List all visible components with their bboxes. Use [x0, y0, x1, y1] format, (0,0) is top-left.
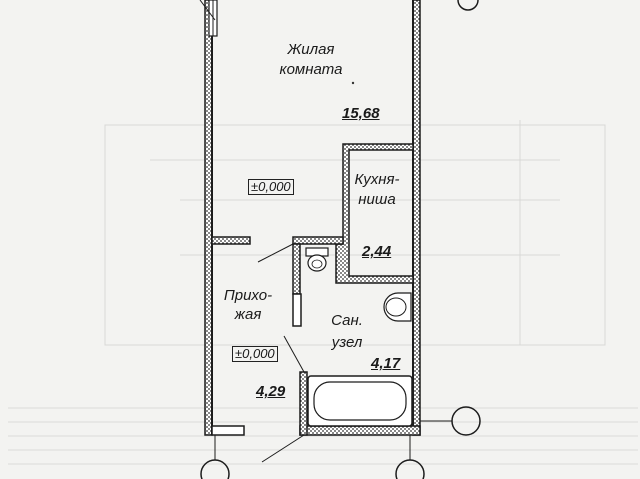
kitchen-niche-label: Кухня- ниша [344, 171, 410, 208]
kitchen-niche-name-line2: ниша [358, 190, 396, 208]
living-room-name-line2: комната [279, 60, 343, 78]
bathroom-label: Сан. узел [322, 312, 372, 351]
hall-level: ±0,000 [232, 346, 278, 363]
bathroom-name-line2: узел [331, 333, 363, 351]
axis-marker-bottom [395, 459, 425, 479]
hall-area: 4,29 [256, 383, 286, 400]
bath-left-wall-lower [299, 371, 308, 436]
bath-door-jamb [292, 293, 302, 327]
bathroom-name-line1: Сан. [331, 312, 363, 329]
bath-top-wall [292, 236, 344, 245]
door-swing-living [257, 243, 294, 263]
toilet-icon [305, 247, 329, 272]
living-room-area: 15,68 [342, 105, 380, 122]
living-room-label: Жилая комната [266, 41, 356, 78]
bottom-wall [299, 425, 421, 436]
bathtub-icon [307, 375, 413, 427]
hall-name-line2: жая [234, 305, 262, 323]
axis-marker-left [200, 459, 230, 479]
sink-icon [383, 292, 412, 322]
door-swing-bath [283, 335, 305, 373]
ghost-lines [104, 120, 606, 346]
right-wall [412, 0, 421, 436]
hall-partition [211, 236, 251, 245]
door-swing-entrance [261, 434, 305, 463]
axis-marker-right [451, 406, 481, 436]
hall-label: Прихо- жая [218, 287, 278, 323]
left-wall-stub [211, 425, 245, 436]
hall-name-line1: Прихо- [223, 287, 273, 304]
bath-left-wall-upper [292, 243, 301, 295]
living-room-level: ±0,000 [248, 179, 294, 196]
bathroom-area: 4,17 [371, 355, 401, 372]
axis-marker-top [457, 0, 479, 11]
kitchen-niche-area: 2,44 [362, 243, 392, 260]
living-room-name-line1: Жилая [287, 41, 335, 58]
kitchen-niche-name-line1: Кухня- [354, 171, 400, 188]
kitchen-niche-wall [335, 143, 414, 284]
left-wall [204, 0, 213, 436]
